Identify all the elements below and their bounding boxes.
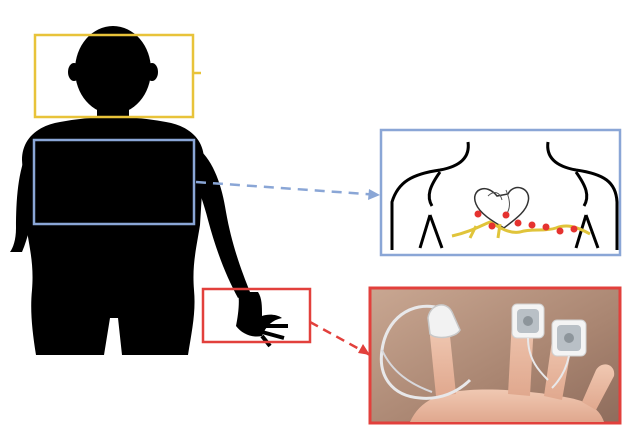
- electrode: [571, 226, 578, 233]
- electrode: [543, 224, 550, 231]
- silhouette-right-hand: [236, 292, 282, 337]
- electrode: [557, 228, 564, 235]
- hand-sensor-panel: [370, 288, 620, 423]
- chest-connector-arrowhead: [368, 189, 380, 200]
- electrode-pad: [512, 304, 544, 338]
- chest-ecg-panel: [381, 130, 620, 255]
- electrode: [475, 211, 482, 218]
- electrode: [529, 222, 536, 229]
- electrode: [489, 223, 496, 230]
- hand-connector-arrowhead: [358, 344, 370, 355]
- electrode: [503, 212, 510, 219]
- silhouette-left-ear: [68, 63, 80, 81]
- electrode: [515, 220, 522, 227]
- human-silhouette-icon: [10, 26, 288, 355]
- electrode-pad: [552, 320, 586, 356]
- silhouette-right-arm: [194, 148, 250, 298]
- silhouette-right-ear: [146, 63, 158, 81]
- silhouette-torso: [22, 117, 204, 355]
- chest-connector: [196, 182, 380, 195]
